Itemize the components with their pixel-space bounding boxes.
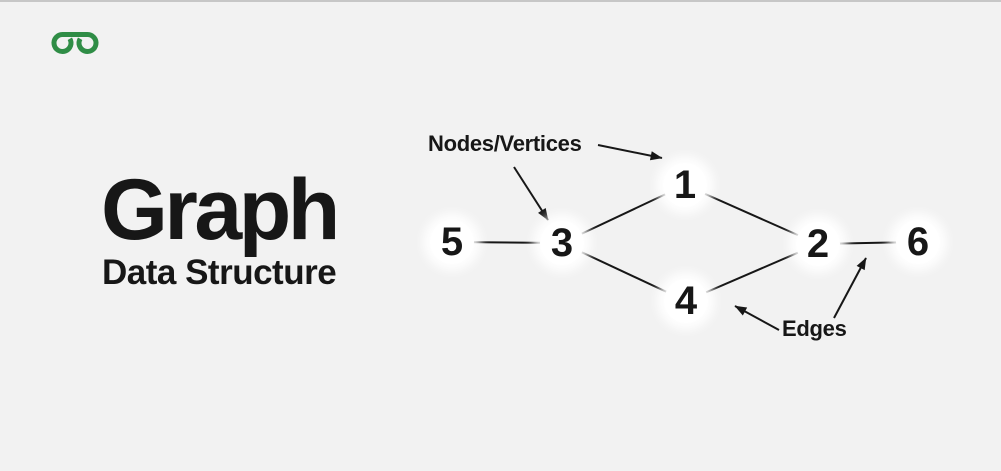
- annotation-arrow-edge-4-2: [734, 305, 780, 331]
- logo-left-g: [51, 32, 75, 54]
- graph-node-1: 1: [663, 163, 707, 207]
- graph-node-5: 5: [430, 220, 474, 264]
- annotation-label-nodes-vertices: Nodes/Vertices: [428, 131, 582, 156]
- page-title: Graph: [101, 162, 340, 258]
- logo-right-g: [75, 32, 99, 54]
- top-strip: [0, 0, 1001, 2]
- page-subtitle: Data Structure: [102, 253, 337, 292]
- graph-edge-4-2: [685, 243, 819, 302]
- annotation-arrow-node-3: [513, 166, 549, 221]
- annotation-arrow-edge-2-6: [833, 257, 867, 319]
- graph-node-6: 6: [896, 220, 940, 264]
- annotation-arrow-node-1: [597, 144, 663, 161]
- graph-node-2: 2: [796, 222, 840, 266]
- graph-edge-1-2: [684, 184, 819, 245]
- annotation-label-edges: Edges: [782, 316, 847, 341]
- annotation-arrows-group: [513, 144, 867, 331]
- graph-node-3: 3: [540, 221, 584, 265]
- geeksforgeeks-logo: [51, 32, 99, 54]
- graph-node-4: 4: [664, 279, 708, 323]
